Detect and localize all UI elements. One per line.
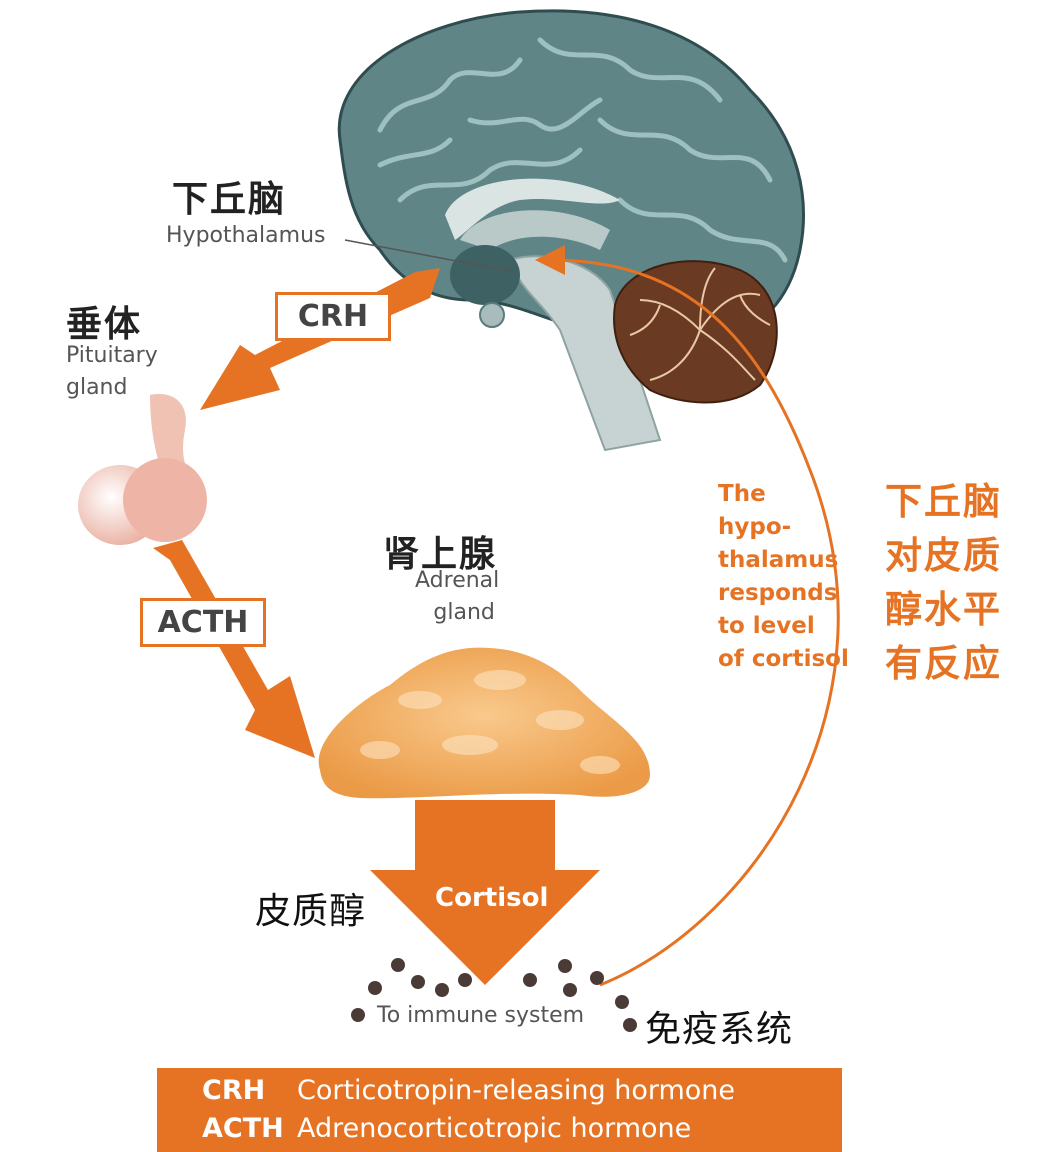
legend-abbr: ACTH — [202, 1113, 284, 1144]
cortisol-molecules — [351, 958, 637, 1032]
feedback-en-text: The hypo- thalamus responds to level of … — [718, 478, 849, 676]
immune-en-label: To immune system — [377, 1003, 585, 1028]
acth-box: ACTH — [140, 598, 266, 647]
feedback-cn-line: 有反应 — [885, 642, 1002, 685]
feedback-en-line: The — [718, 481, 766, 507]
immune-cn-label: 免疫系统 — [645, 1009, 794, 1050]
feedback-cn-text: 下丘脑 对皮质 醇水平 有反应 — [885, 475, 1002, 691]
hypothalamus-cn-label: 下丘脑 — [172, 179, 287, 220]
adrenal-en-label: Adrenal gland — [415, 565, 499, 629]
acth-arrow — [153, 540, 315, 758]
feedback-en-line: thalamus — [718, 547, 839, 573]
pituitary-en-line1: Pituitary — [66, 343, 158, 368]
legend-row-crh: CRH Corticotropin-releasing hormone — [202, 1072, 842, 1110]
adrenal-cn-label: 肾上腺 — [383, 534, 498, 575]
legend-full: Corticotropin-releasing hormone — [297, 1075, 736, 1106]
cortisol-en-label: Cortisol — [435, 883, 549, 913]
cortisol-cn-label: 皮质醇 — [255, 891, 367, 932]
legend-box: CRH Corticotropin-releasing hormone ACTH… — [157, 1068, 842, 1152]
legend-full: Adrenocorticotropic hormone — [297, 1113, 692, 1144]
feedback-en-line: responds — [718, 580, 838, 606]
adrenal-en-line2: gland — [433, 600, 495, 625]
crh-box: CRH — [275, 292, 391, 341]
legend-row-acth: ACTH Adrenocorticotropic hormone — [202, 1110, 842, 1148]
feedback-arrow — [535, 245, 840, 987]
feedback-cn-line: 对皮质 — [885, 534, 1002, 577]
pituitary-en-label: Pituitary gland — [66, 340, 158, 404]
feedback-cn-line: 下丘脑 — [885, 480, 1002, 523]
feedback-en-line: to level — [718, 613, 815, 639]
hypothalamus-pointer-line — [344, 239, 516, 273]
brain-illustration — [337, 9, 805, 452]
feedback-cn-line: 醇水平 — [885, 588, 1002, 631]
adrenal-en-line1: Adrenal — [415, 568, 500, 593]
feedback-en-line: hypo- — [718, 514, 792, 540]
hypothalamus-en-label: Hypothalamus — [166, 223, 326, 248]
pituitary-en-line2: gland — [66, 375, 128, 400]
feedback-en-line: of cortisol — [718, 646, 849, 672]
legend-abbr: CRH — [202, 1075, 266, 1106]
adrenal-gland — [318, 647, 650, 799]
cortisol-arrow — [370, 800, 600, 985]
pituitary-cn-label: 垂体 — [66, 304, 143, 345]
pituitary-gland — [78, 394, 207, 545]
